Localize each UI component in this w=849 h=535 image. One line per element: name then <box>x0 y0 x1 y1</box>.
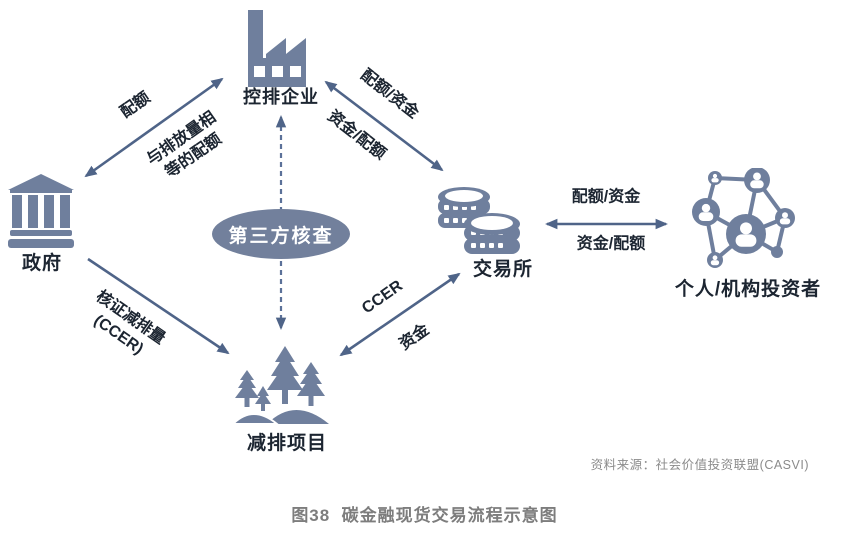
investors-label: 个人/机构投资者 <box>674 279 822 300</box>
arrow-government-project <box>87 257 230 355</box>
project-label: 减排项目 <box>246 433 328 454</box>
factory-icon <box>248 10 306 87</box>
figure-caption: 图38 碳金融现货交易流程示意图 <box>291 506 558 525</box>
exchange-label: 交易所 <box>472 259 534 280</box>
arrow-enterprise-exchange <box>324 80 444 172</box>
coins-icon <box>438 187 520 254</box>
verifier-ellipse: 第三方核查 <box>212 209 350 259</box>
verifier-label: 第三方核查 <box>228 225 334 247</box>
exchange-investors-quota-funds-label: 配额/资金 <box>571 188 641 206</box>
source-note: 资料来源：社会价值投资联盟(CASVI) <box>590 458 809 472</box>
government-label: 政府 <box>21 253 63 274</box>
enterprise-label: 控排企业 <box>243 87 319 107</box>
arrow-project-exchange <box>339 272 461 357</box>
exchange-investors-funds-quota-label: 资金/配额 <box>576 235 646 253</box>
trees-icon <box>233 346 329 424</box>
investors-network-icon <box>692 168 795 268</box>
government-building-icon <box>8 174 74 248</box>
arrow-government-enterprise <box>84 77 224 178</box>
